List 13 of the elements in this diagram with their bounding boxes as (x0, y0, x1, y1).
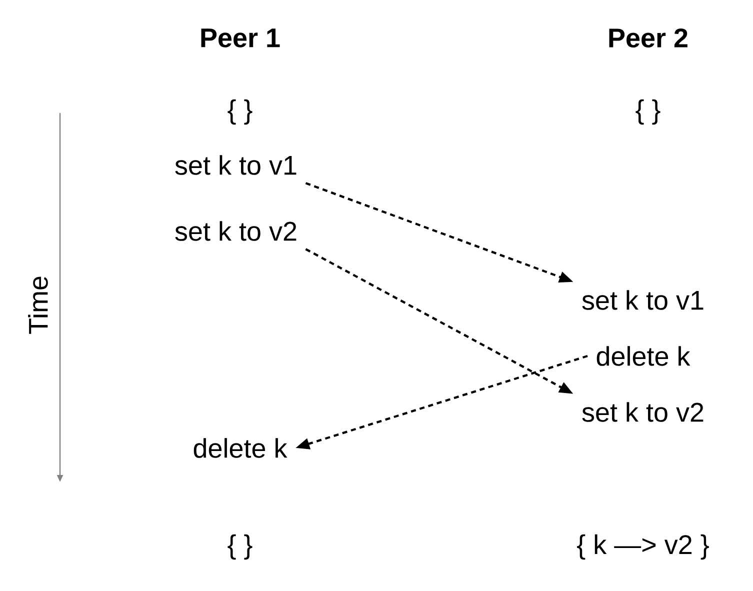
event-label: delete k (194, 438, 288, 458)
event-label: set k to v1 (582, 290, 704, 310)
event-label: set k to v1 (175, 155, 296, 175)
column-heading: Peer 2 (609, 28, 688, 48)
state-label: { } (228, 534, 252, 560)
column-heading: Peer 1 (201, 28, 280, 48)
axis-label: Time (28, 276, 48, 334)
state-label: { k —> v2 } (577, 534, 709, 560)
state-label: { } (228, 99, 252, 125)
state-label: { } (636, 99, 660, 125)
event-label: set k to v2 (582, 402, 704, 422)
event-label: delete k (596, 346, 690, 366)
event-label: set k to v2 (175, 221, 296, 241)
